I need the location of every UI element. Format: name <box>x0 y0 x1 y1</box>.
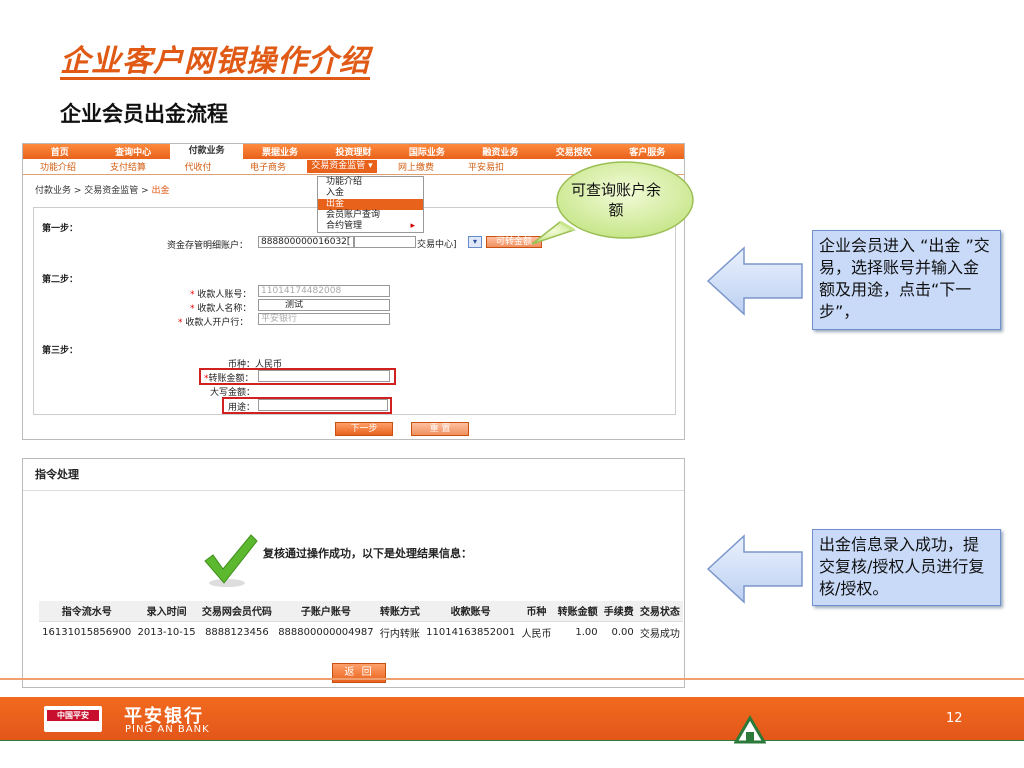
column-header: 收款账号 <box>422 601 519 622</box>
sub-nav: 功能介绍 支付结算 代收付 电子商务 交易资金监管 ▾ 网上缴费 平安易扣 <box>23 159 684 175</box>
table-cell: 0.00 <box>611 626 634 638</box>
main-nav-item[interactable]: 查询中心 <box>115 148 152 158</box>
column-header: 转账方式 <box>376 601 423 622</box>
column-header: 交易状态 <box>636 601 683 622</box>
table-cell: 888800000004987 <box>278 626 374 638</box>
result-table: 指令流水号录入时间交易网会员代码子账户账号转账方式收款账号币种转账金额手续费交易… <box>39 601 683 643</box>
payee-name-label: 收款人名称： <box>197 304 252 314</box>
breadcrumb-path: 付款业务 > 交易资金监管 > <box>35 186 152 196</box>
result-screenshot: 指令处理 复核通过操作成功，以下是处理结果信息： 指令流水号录入时间交易网会员代… <box>22 458 685 688</box>
form-area: 第一步： 资金存管明细账户： 888800000016032[ 交易中心] ▾ … <box>33 207 676 415</box>
footer-bottom <box>0 741 1024 768</box>
available-amount-button[interactable]: 可转金额 <box>486 236 542 248</box>
left-arrow-icon <box>706 534 803 604</box>
slide-title: 企业客户网银操作介绍 <box>60 44 370 79</box>
back-button[interactable]: 返 回 <box>332 663 386 683</box>
account-suffix: 交易中心] <box>417 240 457 250</box>
page-number: 12 <box>946 711 963 726</box>
column-header: 币种 <box>518 601 555 622</box>
reset-button[interactable]: 重 置 <box>411 422 469 436</box>
purpose-highlight <box>222 397 392 414</box>
footer-bar: 中国平安 平安银行 PING AN BANK 12 <box>0 697 1024 741</box>
sub-nav-item[interactable]: 平安易扣 <box>467 163 504 173</box>
sub-nav-item[interactable]: 网上缴费 <box>397 163 434 173</box>
amount-field[interactable] <box>258 370 390 382</box>
purpose-field[interactable] <box>258 399 388 411</box>
main-nav-item[interactable]: 付款业务 <box>169 144 244 159</box>
sub-nav-item[interactable]: 功能介绍 <box>39 163 76 173</box>
table-cell: 交易成功 <box>639 628 680 640</box>
payee-account-field[interactable]: 11014174482008 <box>258 285 390 297</box>
column-header: 转账金额 <box>554 601 601 622</box>
sub-nav-item[interactable]: 电子商务 <box>249 163 286 173</box>
account-field[interactable]: 888800000016032[ <box>258 236 354 248</box>
currency-value: 人民币 <box>255 360 283 370</box>
dropdown-item[interactable]: 出金 <box>318 199 423 210</box>
callout-text: 可查询账户余额 <box>570 181 661 219</box>
step3-label: 第三步： <box>42 346 79 356</box>
slide-subtitle: 企业会员出金流程 <box>60 102 228 126</box>
step2-label: 第二步： <box>42 275 79 285</box>
payee-account-label: 收款人账号： <box>197 290 252 300</box>
amount-highlight <box>199 368 396 385</box>
sub-nav-item[interactable]: 代收付 <box>184 163 212 173</box>
pingan-logo: 中国平安 <box>44 706 102 732</box>
payee-name-field[interactable]: 测试 <box>258 299 390 311</box>
bank-name-cn: 平安银行 <box>124 706 204 727</box>
amount-caps-label: 大写金额： <box>210 388 256 398</box>
payee-bank-field[interactable]: 平安银行 <box>258 313 390 325</box>
breadcrumb: 付款业务 > 交易资金监管 > 出金 <box>35 183 170 196</box>
left-arrow-icon <box>706 246 803 316</box>
note-step2: 出金信息录入成功，提交复核/授权人员进行复核/授权。 <box>812 529 1001 606</box>
checkmark-icon <box>204 534 258 587</box>
table-cell: 2013-10-15 <box>137 626 196 638</box>
callout-bubble <box>531 161 694 245</box>
account-mask <box>354 236 416 248</box>
main-nav: 首页 查询中心 付款业务 票据业务 投资理财 国际业务 融资业务 交易授权 客户服务 <box>23 144 684 159</box>
success-message: 复核通过操作成功，以下是处理结果信息： <box>263 547 472 560</box>
account-label: 资金存管明细账户： <box>167 241 249 251</box>
column-header: 子账户账号 <box>275 601 377 622</box>
sub-nav-item[interactable]: 支付结算 <box>109 163 146 173</box>
account-select-chevron-icon[interactable]: ▾ <box>468 236 482 248</box>
main-nav-item[interactable]: 首页 <box>50 148 69 158</box>
dropdown-item[interactable]: 功能介绍 <box>326 177 363 187</box>
payee-bank-label: 收款人开户行： <box>185 318 249 328</box>
breadcrumb-current: 出金 <box>151 186 170 196</box>
step1-label: 第一步： <box>42 224 79 234</box>
main-nav-item[interactable]: 交易授权 <box>555 148 592 158</box>
column-header: 交易网会员代码 <box>198 601 276 622</box>
main-nav-item[interactable]: 投资理财 <box>335 148 372 158</box>
amount-label: 转账金额： <box>208 374 254 384</box>
dropdown-item[interactable]: 入金 <box>326 188 345 198</box>
column-header: 录入时间 <box>134 601 199 622</box>
instruction-header: 指令处理 <box>23 459 684 491</box>
table-row: 16131015856900 2013-10-15 8888123456 888800… <box>39 621 683 643</box>
table-cell: 16131015856900 <box>42 626 132 638</box>
house-logo-icon <box>734 715 766 744</box>
column-header: 手续费 <box>600 601 637 622</box>
dropdown-item[interactable]: 会员账户查询 <box>326 210 381 220</box>
table-cell: 11014163852001 <box>426 626 516 638</box>
table-cell: 1.00 <box>575 626 598 638</box>
bank-name-en: PING AN BANK <box>125 724 210 735</box>
main-nav-item[interactable]: 客户服务 <box>629 148 666 158</box>
table-cell: 人民币 <box>521 628 552 640</box>
dropdown-item[interactable]: 合约管理▸ <box>326 221 415 231</box>
currency-label: 币种： <box>228 360 256 370</box>
column-header: 指令流水号 <box>39 601 135 622</box>
table-cell: 行内转账 <box>379 628 420 640</box>
note-step1: 企业会员进入 “出金 ”交易，选择账号并输入金额及用途，点击“下一步”， <box>812 230 1001 330</box>
fund-supervision-dropdown[interactable]: 功能介绍入金出金会员账户查询合约管理▸ <box>317 176 424 233</box>
main-nav-item[interactable]: 融资业务 <box>482 148 519 158</box>
footer-divider <box>0 678 1024 680</box>
purpose-label: 用途： <box>228 403 256 413</box>
next-step-button[interactable]: 下一步 <box>335 422 393 436</box>
submenu-arrow-icon: ▸ <box>410 221 415 231</box>
table-cell: 8888123456 <box>205 626 269 638</box>
main-nav-item[interactable]: 国际业务 <box>408 148 445 158</box>
sub-nav-item[interactable]: 交易资金监管 ▾ <box>307 160 377 173</box>
main-nav-item[interactable]: 票据业务 <box>262 148 299 158</box>
